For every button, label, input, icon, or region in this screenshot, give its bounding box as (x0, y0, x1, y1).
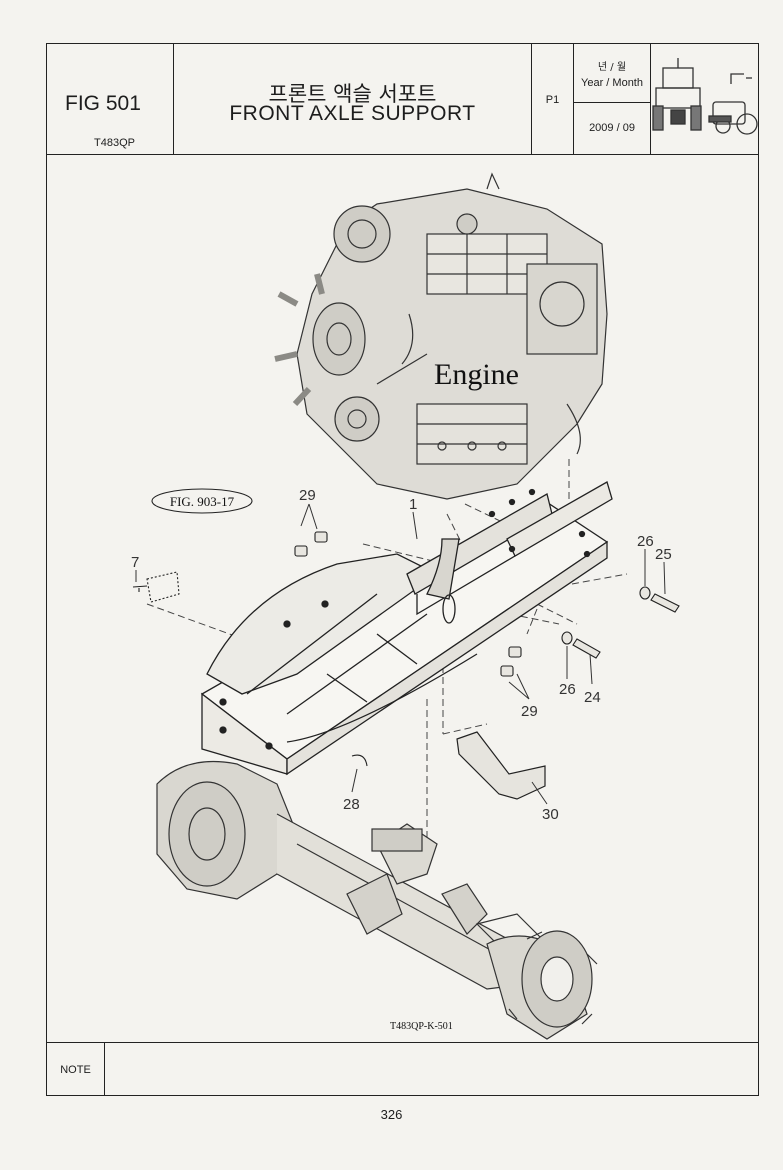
exploded-view-drawing: Engine (47, 154, 758, 1042)
year-month-label: Year / Month (581, 77, 643, 89)
year-month-cell: 년 / 월 Year / Month 2009 / 09 (574, 44, 651, 154)
year-month-korean: 년 / 월 (597, 62, 627, 73)
fig-reference-text: FIG. 903-17 (170, 494, 235, 509)
callout-7: 7 (131, 554, 139, 571)
model-code: T483QP (94, 137, 135, 149)
callout-28: 28 (343, 796, 360, 813)
callout-26-upper: 26 (637, 533, 654, 550)
front-axle-illustration (156, 760, 598, 1040)
figure-cell: FIG 501 T483QP (47, 44, 174, 154)
callout-1: 1 (409, 496, 417, 513)
callout-26-lower: 26 (559, 681, 576, 698)
figure-number: FIG 501 (65, 92, 141, 115)
hardware-bolts-washers (132, 531, 680, 767)
fig-reference-callout: FIG. 903-17 (151, 488, 253, 514)
callout-24: 24 (584, 689, 601, 706)
tractor-icon (651, 44, 760, 154)
year-month-divider (574, 102, 650, 103)
title-korean: 프론트 액슬 서포트 (268, 82, 437, 106)
part-callouts: 1 7 24 25 26 26 28 29 29 30 (131, 487, 672, 823)
drawing-code: T483QP-K-501 (390, 1021, 453, 1032)
callout-25: 25 (655, 546, 672, 563)
title-block: FIG 501 T483QP 프론트 액슬 서포트 FRONT AXLE SUP… (47, 44, 758, 155)
engine-label: Engine (434, 358, 519, 391)
page-number: 326 (380, 1107, 403, 1122)
page-label: P1 (545, 94, 560, 106)
note-row: NOTE (47, 1042, 758, 1096)
bracket-part-30 (456, 731, 546, 800)
front-axle-support-frame (200, 481, 613, 776)
engine-illustration (274, 172, 608, 500)
callout-29-lower: 29 (521, 703, 538, 720)
parts-sheet: FIG 501 T483QP 프론트 액슬 서포트 FRONT AXLE SUP… (46, 43, 759, 1096)
title-cell: 프론트 액슬 서포트 FRONT AXLE SUPPORT (174, 44, 532, 154)
page-cell: P1 (532, 44, 574, 154)
callout-30: 30 (542, 806, 559, 823)
title-english: FRONT AXLE SUPPORT (229, 102, 476, 125)
year-month-value: 2009 / 09 (589, 122, 635, 134)
callout-29-upper: 29 (299, 487, 316, 504)
note-label: NOTE (47, 1043, 105, 1096)
